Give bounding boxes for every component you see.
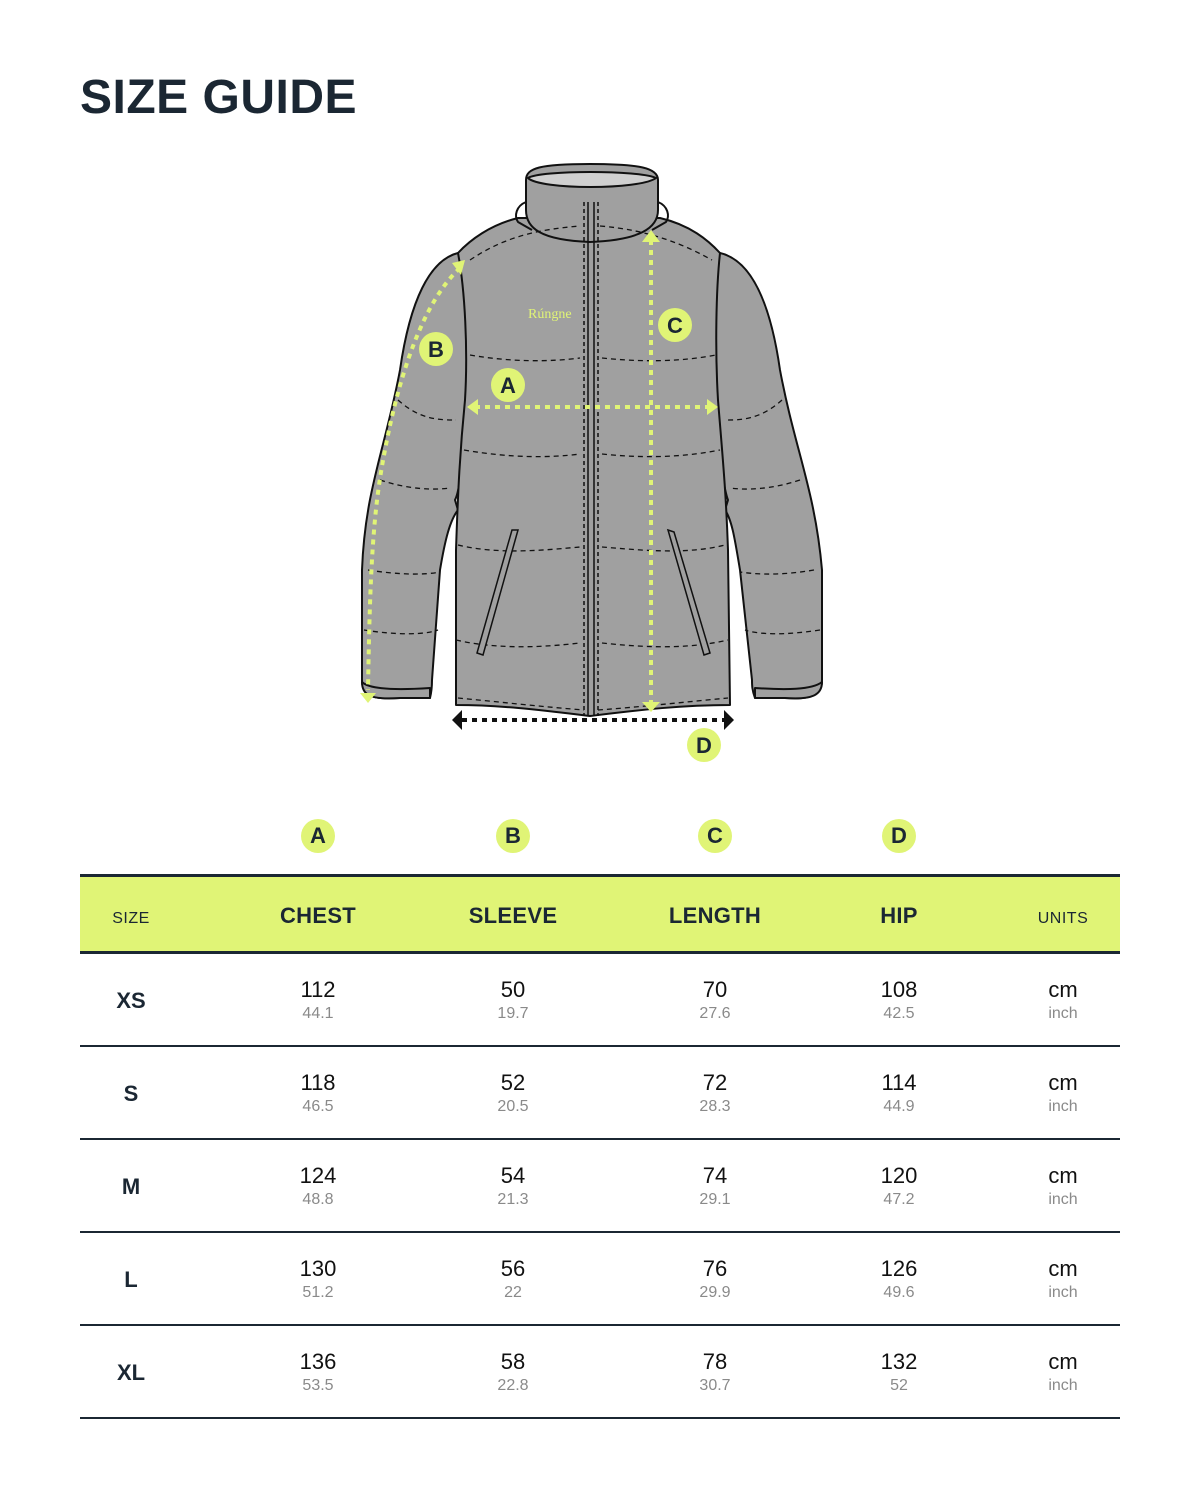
header-hip: HIP — [880, 903, 918, 928]
page-title: SIZE GUIDE — [80, 71, 358, 124]
size-label: XL — [116, 1360, 146, 1385]
column-marker-row: A B C D — [80, 819, 1120, 855]
marker-badge-b: B — [496, 819, 530, 853]
svg-text:D: D — [696, 733, 712, 758]
jacket-illustration: Rúngne A B C D — [340, 150, 840, 780]
marker-badge-a: A — [301, 819, 335, 853]
header-sleeve: SLEEVE — [468, 903, 558, 928]
header-length: LENGTH — [668, 903, 762, 928]
table-header: SIZE CHEST SLEEVE LENGTH HIP UNITS — [80, 874, 1120, 954]
svg-text:B: B — [428, 337, 444, 362]
header-chest: CHEST — [279, 903, 357, 928]
marker-badge-d: D — [882, 819, 916, 853]
brand-label: Rúngne — [528, 307, 572, 322]
size-label: XS — [116, 988, 146, 1013]
header-size: SIZE — [112, 910, 150, 927]
header-units: UNITS — [1037, 910, 1089, 927]
size-label: M — [121, 1174, 141, 1199]
jacket-diagram: Rúngne A B C D — [360, 163, 823, 762]
size-label: S — [123, 1081, 139, 1106]
svg-text:A: A — [500, 373, 516, 398]
size-label: L — [124, 1267, 138, 1292]
size-table: SIZE CHEST SLEEVE LENGTH HIP UNITS XS 11… — [80, 874, 1120, 1419]
svg-text:C: C — [667, 313, 683, 338]
marker-badge-c: C — [698, 819, 732, 853]
